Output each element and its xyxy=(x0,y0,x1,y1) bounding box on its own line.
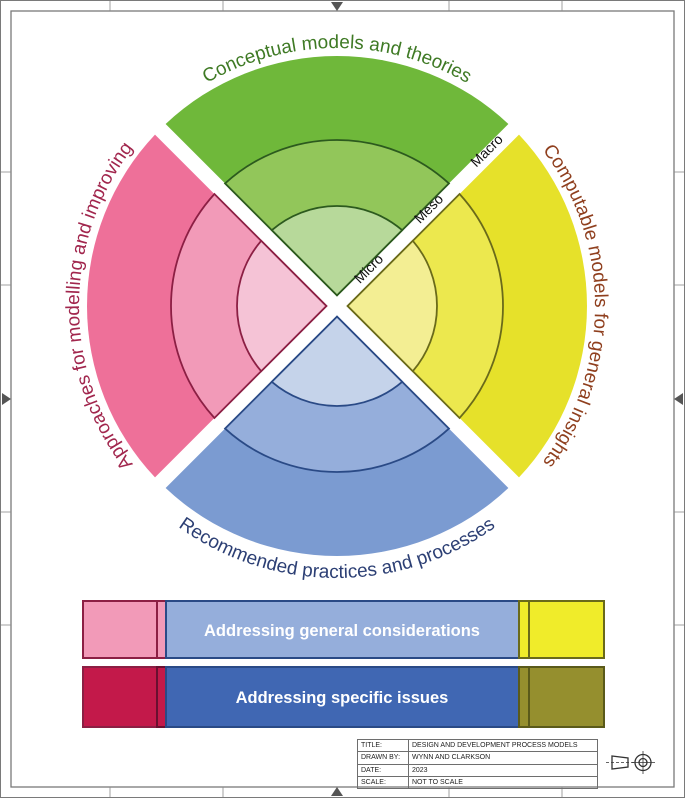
title-block: TITLE: DESIGN AND DEVELOPMENT PROCESS MO… xyxy=(357,738,598,790)
bar-general-right-segment xyxy=(528,600,605,659)
quadrant-conceptual xyxy=(165,56,509,297)
bar-specific-mid-segment xyxy=(165,666,520,728)
drawn-by-value: WYNN AND CLARKSON xyxy=(408,751,598,765)
title-key: TITLE: xyxy=(357,738,409,753)
general-considerations-bar: Addressing general considerations xyxy=(82,600,605,659)
bar-general-left-strip xyxy=(156,600,167,659)
bar-specific-left-strip xyxy=(156,666,167,728)
title-value: DESIGN AND DEVELOPMENT PROCESS MODELS xyxy=(408,738,598,753)
quadrant-approaches xyxy=(87,134,328,478)
bar-specific-right-segment xyxy=(528,666,605,728)
quadrant-computable xyxy=(346,134,587,478)
date-key: DATE: xyxy=(357,763,409,777)
projection-symbol-icon xyxy=(606,751,655,774)
quadrant-recommended xyxy=(165,315,509,556)
quadrant-approaches-micro-ring xyxy=(236,239,328,373)
quadrant-wheel xyxy=(87,56,587,556)
bar-general-left-segment xyxy=(82,600,158,659)
quadrant-computable-micro-ring xyxy=(346,239,438,373)
quadrant-recommended-micro-ring xyxy=(270,315,404,407)
bar-specific-left-segment xyxy=(82,666,158,728)
bar-specific-label: Addressing specific issues xyxy=(236,689,449,707)
specific-issues-bar: Addressing specific issues xyxy=(82,666,605,728)
quadrant-conceptual-micro-ring xyxy=(270,205,404,297)
bar-general-right-strip xyxy=(518,600,530,659)
bar-general-label: Addressing general considerations xyxy=(204,622,480,640)
bar-general-mid-segment xyxy=(165,600,520,659)
scale-key: SCALE: xyxy=(357,775,409,790)
bar-specific-right-strip xyxy=(518,666,530,728)
date-value: 2023 xyxy=(408,763,598,777)
scale-value: NOT TO SCALE xyxy=(408,775,598,790)
drawn-by-key: DRAWN BY: xyxy=(357,751,409,765)
